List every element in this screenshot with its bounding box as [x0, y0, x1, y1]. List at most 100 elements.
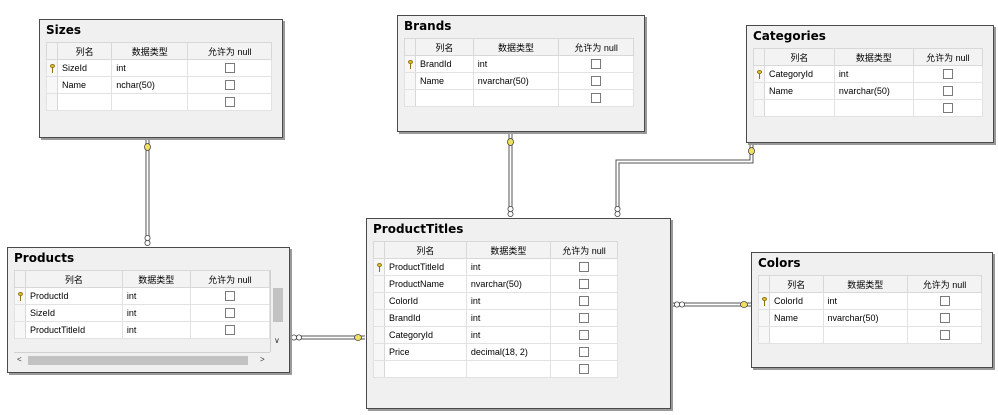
- column-name[interactable]: ProductTitleId: [25, 321, 123, 339]
- allow-null-checkbox[interactable]: [224, 325, 235, 336]
- allow-null-checkbox[interactable]: [579, 279, 590, 290]
- table-row[interactable]: ProductId int: [14, 287, 271, 305]
- table-brands[interactable]: Brands 列名 数据类型 允许为 null BrandId int Name…: [397, 15, 645, 132]
- scrollbar-thumb[interactable]: [273, 288, 283, 322]
- allow-null-checkbox[interactable]: [939, 296, 950, 307]
- column-name[interactable]: CategoryId: [384, 326, 467, 344]
- column-type[interactable]: decimal(18, 2): [465, 343, 552, 361]
- column-type[interactable]: int: [465, 326, 552, 344]
- table-row-empty[interactable]: [404, 89, 634, 107]
- column-grid[interactable]: 列名 数据类型 允许为 null ProductTitleId int Prod…: [373, 241, 618, 378]
- column-name[interactable]: ProductTitleId: [384, 258, 467, 276]
- table-row[interactable]: ProductTitleId int: [373, 258, 618, 276]
- scroll-left-icon[interactable]: <: [17, 355, 22, 364]
- column-type[interactable]: nvarchar(50): [833, 82, 914, 100]
- table-row[interactable]: Name nvarchar(50): [758, 309, 982, 327]
- column-name[interactable]: SizeId: [56, 59, 113, 77]
- table-row[interactable]: CategoryId int: [753, 65, 984, 83]
- column-name[interactable]: ProductId: [25, 287, 123, 305]
- allow-null-checkbox[interactable]: [579, 347, 590, 358]
- scrollbar-thumb[interactable]: [28, 356, 248, 365]
- column-grid[interactable]: 列名 数据类型 允许为 null BrandId int Name nvarch…: [404, 38, 634, 107]
- allow-null-checkbox[interactable]: [591, 59, 602, 70]
- allow-null-checkbox[interactable]: [591, 93, 602, 104]
- scroll-down-icon[interactable]: ∨: [274, 336, 280, 345]
- allow-null-checkbox[interactable]: [579, 296, 590, 307]
- column-name[interactable]: ProductName: [384, 275, 467, 293]
- allow-null-checkbox[interactable]: [224, 63, 235, 74]
- table-products[interactable]: Products 列名 数据类型 允许为 null ProductId int …: [7, 247, 290, 373]
- table-row[interactable]: Name nvarchar(50): [404, 72, 634, 90]
- table-row[interactable]: Name nchar(50): [46, 76, 272, 94]
- table-row-empty[interactable]: [373, 360, 618, 378]
- table-row[interactable]: ProductTitleId int: [14, 321, 271, 339]
- vertical-scrollbar[interactable]: ∨: [270, 270, 285, 352]
- table-row[interactable]: ColorId int: [373, 292, 618, 310]
- table-row[interactable]: CategoryId int: [373, 326, 618, 344]
- column-type[interactable]: int: [111, 59, 189, 77]
- column-name[interactable]: ColorId: [384, 292, 467, 310]
- table-row-empty[interactable]: [758, 326, 982, 344]
- allow-null-checkbox[interactable]: [224, 97, 235, 108]
- column-type[interactable]: int: [472, 55, 560, 73]
- horizontal-scrollbar[interactable]: < >: [14, 352, 270, 367]
- allow-null-checkbox[interactable]: [942, 69, 953, 80]
- table-row[interactable]: BrandId int: [373, 309, 618, 327]
- table-row[interactable]: SizeId int: [14, 304, 271, 322]
- allow-null-checkbox[interactable]: [942, 86, 953, 97]
- column-type[interactable]: int: [465, 309, 552, 327]
- column-grid[interactable]: 列名 数据类型 允许为 null SizeId int Name nchar(5…: [46, 42, 272, 111]
- column-grid[interactable]: 列名 数据类型 允许为 null CategoryId int Name nva…: [753, 48, 984, 117]
- scroll-right-icon[interactable]: >: [260, 355, 265, 364]
- allow-null-checkbox[interactable]: [579, 262, 590, 273]
- column-name[interactable]: Name: [764, 82, 835, 100]
- table-row[interactable]: SizeId int: [46, 59, 272, 77]
- table-colors[interactable]: Colors 列名 数据类型 允许为 null ColorId int Name…: [751, 252, 993, 368]
- column-name[interactable]: BrandId: [415, 55, 474, 73]
- allow-null-checkbox[interactable]: [224, 308, 235, 319]
- column-type[interactable]: int: [121, 321, 191, 339]
- column-type[interactable]: nchar(50): [111, 76, 189, 94]
- column-name[interactable]: Name: [56, 76, 113, 94]
- column-type[interactable]: int: [833, 65, 914, 83]
- column-type[interactable]: nvarchar(50): [822, 309, 909, 327]
- column-type[interactable]: nvarchar(50): [465, 275, 552, 293]
- allow-null-checkbox[interactable]: [224, 80, 235, 91]
- column-name[interactable]: CategoryId: [764, 65, 835, 83]
- column-grid[interactable]: 列名 数据类型 允许为 null ProductId int SizeId in…: [14, 270, 271, 339]
- table-row[interactable]: BrandId int: [404, 55, 634, 73]
- allow-null-checkbox[interactable]: [591, 76, 602, 87]
- table-producttitles[interactable]: ProductTitles 列名 数据类型 允许为 null ProductTi…: [366, 218, 671, 409]
- column-name[interactable]: Name: [415, 72, 474, 90]
- column-type[interactable]: int: [121, 304, 191, 322]
- column-type[interactable]: int: [465, 292, 552, 310]
- table-row-empty[interactable]: [753, 99, 984, 117]
- relationship-producttitles-products[interactable]: [290, 334, 365, 341]
- relationship-sizes-products[interactable]: [144, 140, 151, 246]
- column-type[interactable]: int: [822, 292, 909, 310]
- table-row[interactable]: ProductName nvarchar(50): [373, 275, 618, 293]
- relationship-categories-producttitles[interactable]: [614, 145, 755, 217]
- column-name[interactable]: ColorId: [769, 292, 824, 310]
- table-row-empty[interactable]: [46, 93, 272, 111]
- column-name[interactable]: Price: [384, 343, 467, 361]
- column-grid[interactable]: 列名 数据类型 允许为 null ColorId int Name nvarch…: [758, 275, 982, 344]
- allow-null-checkbox[interactable]: [579, 364, 590, 375]
- relationship-colors-producttitles[interactable]: [672, 301, 751, 308]
- column-type[interactable]: int: [465, 258, 552, 276]
- relationship-brands-producttitles[interactable]: [507, 134, 514, 217]
- column-type[interactable]: nvarchar(50): [472, 72, 560, 90]
- column-name[interactable]: SizeId: [25, 304, 123, 322]
- allow-null-checkbox[interactable]: [939, 313, 950, 324]
- column-type[interactable]: int: [121, 287, 191, 305]
- allow-null-checkbox[interactable]: [942, 103, 953, 114]
- table-row[interactable]: Price decimal(18, 2): [373, 343, 618, 361]
- table-row[interactable]: Name nvarchar(50): [753, 82, 984, 100]
- allow-null-checkbox[interactable]: [939, 330, 950, 341]
- column-name[interactable]: Name: [769, 309, 824, 327]
- table-row[interactable]: ColorId int: [758, 292, 982, 310]
- allow-null-checkbox[interactable]: [224, 291, 235, 302]
- table-categories[interactable]: Categories 列名 数据类型 允许为 null CategoryId i…: [746, 25, 994, 143]
- allow-null-checkbox[interactable]: [579, 330, 590, 341]
- allow-null-checkbox[interactable]: [579, 313, 590, 324]
